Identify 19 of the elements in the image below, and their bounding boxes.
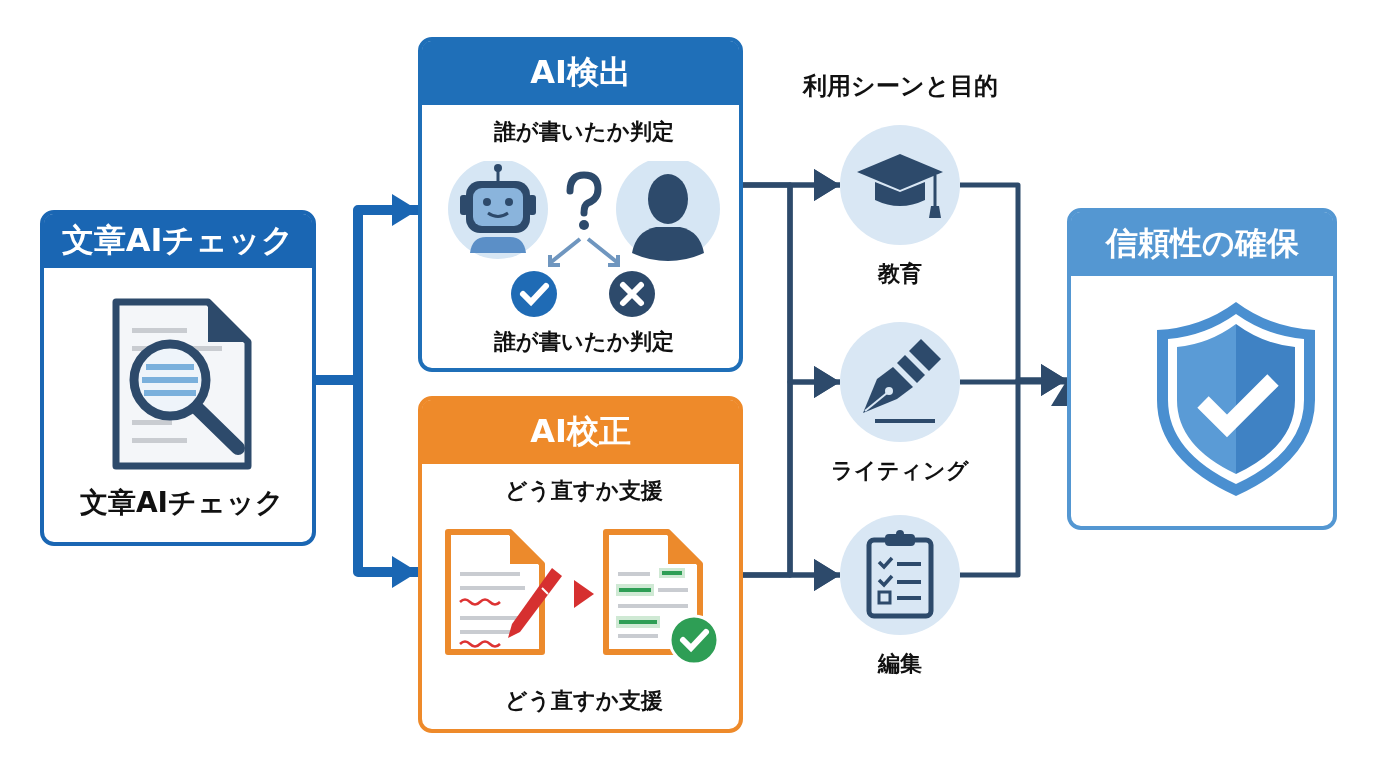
card-header: 文章AIチェック <box>44 214 312 268</box>
arrow <box>960 364 1067 578</box>
card-text: どう直すか支援 <box>505 687 663 715</box>
scene-label: 教育 <box>878 260 922 288</box>
scene-label: 編集 <box>878 650 922 678</box>
card <box>1067 208 1337 530</box>
card-text: どう直すか支援 <box>505 477 663 505</box>
card <box>418 396 743 733</box>
card-text: 文章AIチェック <box>79 485 285 521</box>
card-header: AI校正 <box>422 400 739 464</box>
card <box>40 210 316 546</box>
arrow <box>743 559 840 591</box>
scene-label: ライティング <box>831 457 969 485</box>
card <box>418 37 743 372</box>
card-header: 信頼性の確保 <box>1071 212 1333 276</box>
card-text: 誰が書いたか判定 <box>494 328 674 356</box>
section-heading: 利用シーンと目的 <box>802 71 998 102</box>
card-text: 誰が書いたか判定 <box>494 118 674 146</box>
card-header: AI検出 <box>422 41 739 105</box>
